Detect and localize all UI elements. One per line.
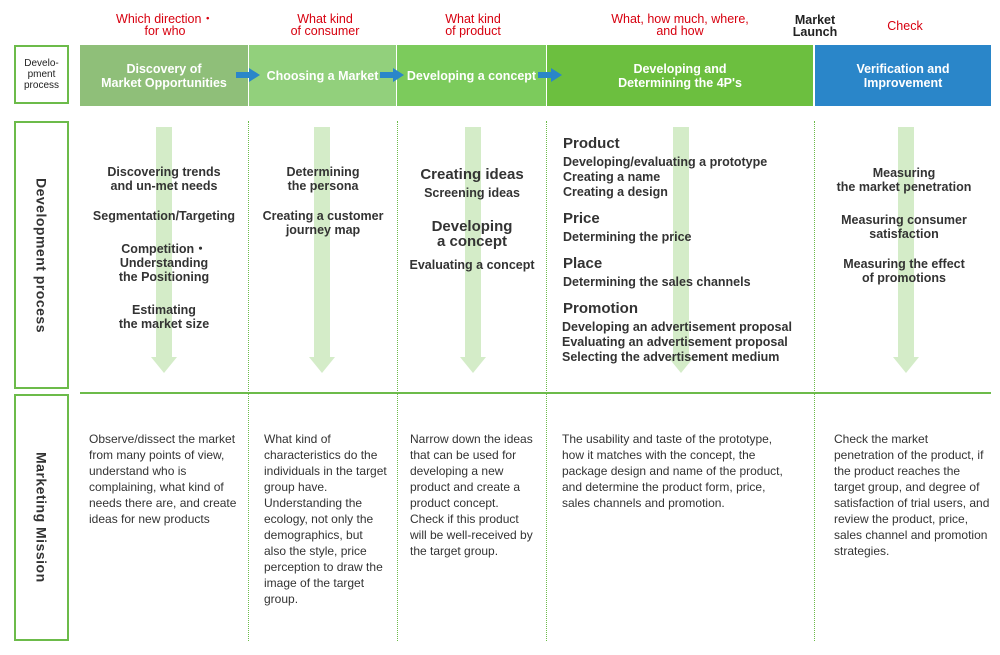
stage-discovery: Discovery of Market Opportunities <box>80 45 248 106</box>
process-item: Competition・ Understanding the Positioni… <box>118 242 210 284</box>
market-launch-label: Market Launch <box>792 13 838 39</box>
process-item: Measuring the effect of promotions <box>843 257 965 285</box>
mission-text-col5: Check the market penetration of the prod… <box>834 432 990 558</box>
process-item: Determining the persona <box>286 165 360 193</box>
row-label-development-process: Development process <box>14 121 69 389</box>
product-heading: Product <box>563 135 620 152</box>
process-item: Creating a customer journey map <box>262 209 384 237</box>
process-item: Discovering trends and un-met needs <box>107 165 221 193</box>
mission-text-col3: Narrow down the ideas that can be used f… <box>410 432 533 558</box>
place-text: Determining the sales channels <box>563 275 751 289</box>
down-arrow-col3 <box>460 127 486 373</box>
stage-choosing-market: Choosing a Market <box>249 45 396 106</box>
column-separator <box>546 121 547 641</box>
promotion-text: Developing an advertisement proposal Eva… <box>562 320 792 364</box>
process-item: Measuring the market penetration <box>836 166 972 194</box>
question-col3: What kind of product <box>445 12 501 38</box>
price-heading: Price <box>563 210 600 227</box>
row-label-stage: Develo- pment process <box>14 45 69 104</box>
flow-arrow-1 <box>236 68 260 82</box>
promotion-heading: Promotion <box>563 300 638 317</box>
price-text: Determining the price <box>563 230 692 244</box>
question-col2: What kind of consumer <box>290 12 360 38</box>
column-separator <box>814 121 815 641</box>
stage-developing-concept: Developing a concept <box>397 45 546 106</box>
process-item: Segmentation/Targeting <box>92 209 236 223</box>
section-divider <box>80 392 991 394</box>
process-item: Screening ideas <box>424 186 520 200</box>
mission-text-col4: The usability and taste of the prototype… <box>562 432 783 510</box>
down-arrow-col4 <box>668 127 694 373</box>
process-item: Evaluating a concept <box>409 258 535 272</box>
row-label-development-process-text: Development process <box>33 177 50 333</box>
down-arrow-col2 <box>309 127 335 373</box>
row-label-marketing-mission-text: Marketing Mission <box>33 452 50 583</box>
row-label-stage-text: Develo- pment process <box>23 58 59 91</box>
stage-4ps: Developing and Determining the 4P's <box>547 45 813 106</box>
flow-arrow-3 <box>538 68 562 82</box>
process-item: Estimating the market size <box>118 303 210 331</box>
process-item: Measuring consumer satisfaction <box>841 213 967 241</box>
process-heading: Creating ideas <box>420 166 524 183</box>
place-heading: Place <box>563 255 603 272</box>
process-heading: Developing a concept <box>431 218 513 250</box>
question-col4: What, how much, where, and how <box>611 12 749 38</box>
product-text: Developing/evaluating a prototype Creati… <box>563 155 768 199</box>
row-label-marketing-mission: Marketing Mission <box>14 394 69 641</box>
down-arrow-col1 <box>151 127 177 373</box>
question-col5: Check <box>887 19 923 33</box>
mission-text-col2: What kind of characteristics do the indi… <box>264 432 387 606</box>
stage-verification: Verification and Improvement <box>815 45 991 106</box>
flow-arrow-2 <box>380 68 404 82</box>
column-separator <box>397 121 398 641</box>
column-separator <box>248 121 249 641</box>
mission-text-col1: Observe/dissect the market from many poi… <box>89 432 237 526</box>
down-arrow-col5 <box>893 127 919 373</box>
question-col1: Which direction・ for who <box>116 12 214 38</box>
